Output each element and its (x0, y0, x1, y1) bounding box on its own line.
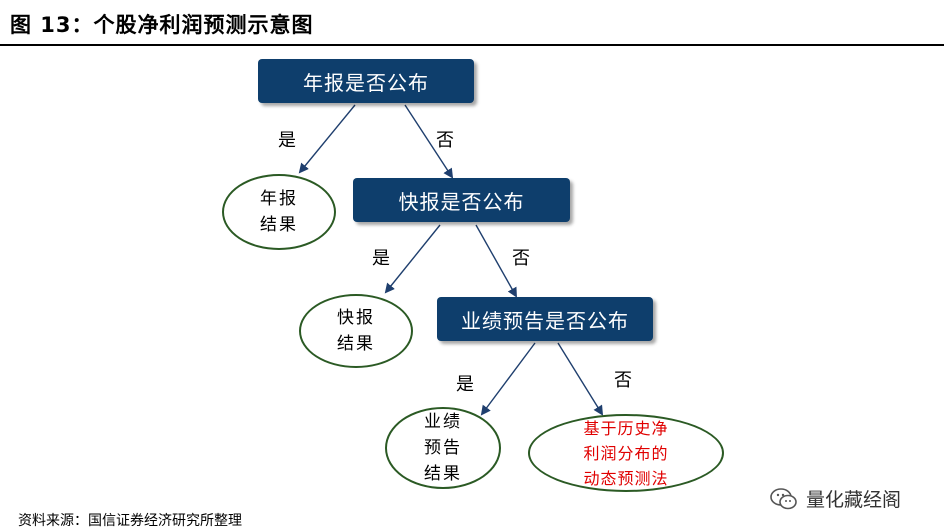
express-result-node: 快报 结果 (299, 294, 413, 368)
wechat-icon (770, 487, 797, 509)
express-report-question: 快报是否公布 (353, 178, 570, 222)
forecast-result-label: 业绩 预告 结果 (424, 412, 462, 484)
annual-result-node: 年报 结果 (222, 174, 336, 250)
branch-no-forecast: 否 (614, 370, 632, 391)
figure-title: 图 13：个股净利润预测示意图 (10, 13, 314, 37)
annual-report-question: 年报是否公布 (258, 59, 474, 103)
dynamic-forecast-label: 基于历史净 利润分布的 动态预测法 (583, 418, 669, 488)
dynamic-forecast-node: 基于历史净 利润分布的 动态预测法 (528, 414, 724, 492)
forecast-question: 业绩预告是否公布 (437, 297, 653, 341)
express-result-label: 快报 结果 (337, 308, 375, 354)
title-bar: 图 13：个股净利润预测示意图 (0, 0, 944, 46)
branch-no-express: 否 (512, 248, 530, 269)
source-note: 资料来源：国信证券经济研究所整理 (18, 513, 242, 529)
arrow-express-no (475, 224, 517, 298)
watermark: 量化藏经阁 (770, 485, 901, 512)
arrow-annual-no (404, 104, 454, 179)
forecast-result-node: 业绩 预告 结果 (385, 407, 501, 489)
branch-yes-annual: 是 (278, 130, 296, 151)
branch-yes-forecast: 是 (456, 374, 474, 395)
branch-yes-express: 是 (372, 248, 390, 269)
arrow-express-yes (384, 224, 441, 294)
arrow-annual-yes (298, 104, 356, 174)
arrow-forecast-no (557, 342, 604, 416)
annual-result-label: 年报 结果 (260, 189, 298, 235)
branch-no-annual: 否 (436, 130, 454, 151)
arrow-forecast-yes (480, 342, 536, 416)
watermark-text: 量化藏经阁 (806, 489, 902, 511)
